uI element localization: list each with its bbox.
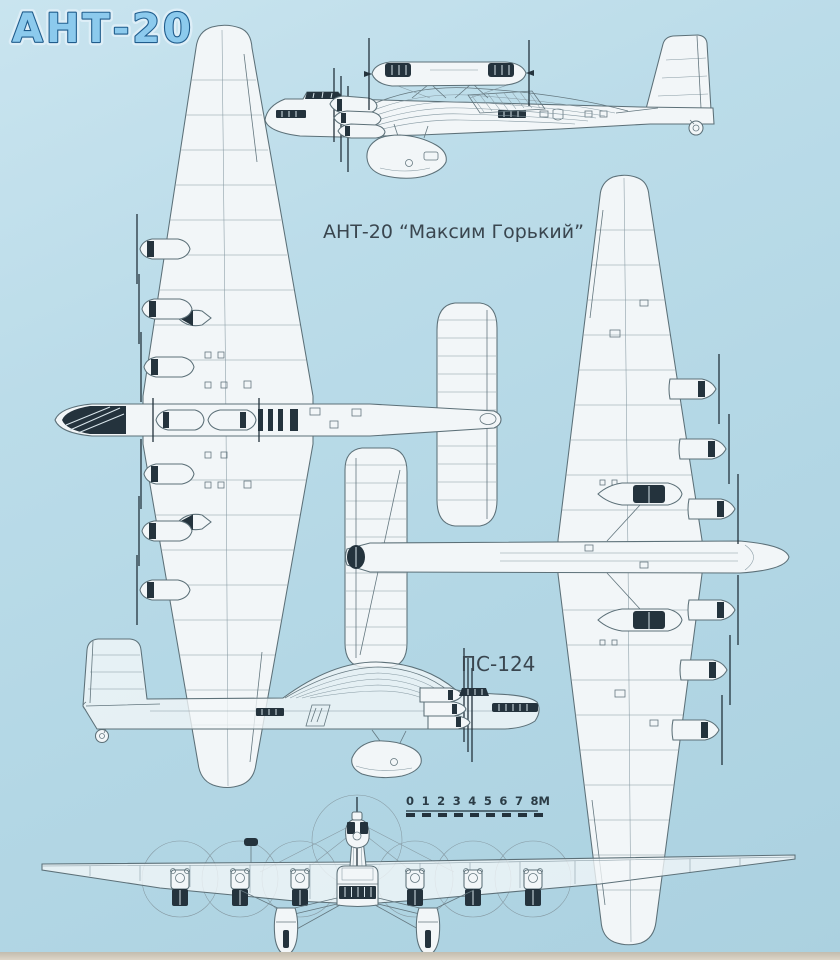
scale-tick: 5 <box>483 794 492 808</box>
page-title-halo: АНТ-20 <box>12 6 194 52</box>
fuselage-front <box>336 865 379 908</box>
engine-nacelles <box>668 354 739 765</box>
wheel-spat <box>351 729 422 779</box>
variant-caption: ПС-124 <box>461 652 536 676</box>
cabin-window-bands <box>258 407 362 431</box>
side-view-main <box>264 34 715 179</box>
wing-root-fairing <box>341 87 629 137</box>
engines-front <box>170 868 543 906</box>
scale-bar-ticks: 0 1 2 3 4 5 6 7 8М <box>406 794 550 808</box>
wing-root-fairing <box>284 666 451 699</box>
scale-tick: 6 <box>499 794 508 808</box>
scale-tick: 7 <box>514 794 523 808</box>
scale-tick: 0 <box>406 794 415 808</box>
scale-bar-dashes <box>406 813 544 817</box>
cockpit-canopy <box>459 688 489 696</box>
wheel-spat <box>366 123 447 179</box>
scale-tick: 8М <box>530 794 550 808</box>
bracing-wires <box>259 827 455 875</box>
wing-hatch-marks <box>204 351 252 489</box>
df-loop <box>244 838 258 863</box>
page-title-text: АНТ-20 <box>12 6 194 52</box>
scale-tick: 2 <box>437 794 446 808</box>
engine-nacelles <box>329 68 386 172</box>
tail-fin <box>645 34 712 111</box>
scale-bar-line <box>406 810 538 812</box>
tandem-engine-pod <box>364 38 534 110</box>
scale-tick: 4 <box>468 794 477 808</box>
tandem-pod-front <box>345 797 370 868</box>
engine-nacelles <box>136 214 195 625</box>
engine-nacelles <box>419 648 473 762</box>
fuselage <box>344 540 790 574</box>
plan-view-top <box>54 24 502 789</box>
tail-wheel <box>94 728 110 744</box>
wing-hatch-marks <box>599 299 659 727</box>
scan-paper-edge <box>0 952 840 960</box>
front-view <box>41 794 796 960</box>
tandem-engine-pod-plan <box>152 398 260 442</box>
page-title: АНТ-20 АНТ-20 <box>9 3 195 56</box>
plan-view-bottom <box>344 174 790 946</box>
scale-tick: 1 <box>421 794 430 808</box>
main-caption: АНТ-20 “Максим Горький” <box>323 221 584 243</box>
scale-bar: 0 1 2 3 4 5 6 7 8М <box>406 794 550 817</box>
wheel-spats-plan <box>597 482 683 632</box>
window-bands <box>256 703 538 727</box>
side-view-ps124 <box>82 638 540 779</box>
scale-tick: 3 <box>452 794 461 808</box>
tail-wheel <box>688 119 704 136</box>
